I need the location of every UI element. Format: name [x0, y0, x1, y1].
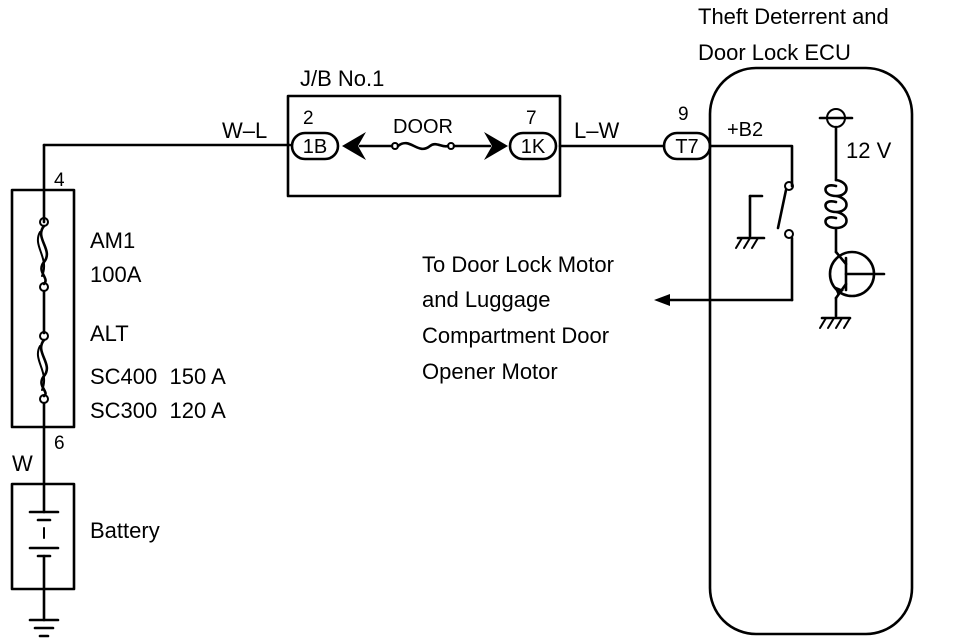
ecu-connector-label: T7: [675, 136, 698, 158]
door-fuse-icon: [391, 141, 455, 151]
jb-left-pin: 2: [303, 108, 314, 129]
alt-fusible-link: [37, 331, 49, 404]
jb-outline: [286, 94, 562, 198]
wire-w-l-label: W–L: [222, 118, 267, 143]
jb-title: J/B No.1: [300, 66, 384, 91]
am1-name: AM1: [90, 228, 135, 253]
voltage-source-icon: [818, 108, 854, 128]
ecu-ground-icon: [735, 194, 766, 249]
ecu-title-line2: Door Lock ECU: [698, 40, 851, 65]
am1-rating: 100A: [90, 262, 142, 287]
output-note-line3: Compartment Door: [422, 323, 609, 348]
battery-label: Battery: [90, 518, 160, 543]
alt-name: ALT: [90, 321, 129, 346]
transistor-ground-icon: [819, 316, 852, 329]
relay-coil-icon: [824, 178, 848, 230]
output-note-line1: To Door Lock Motor: [422, 252, 614, 277]
relay-switch-icon: [776, 181, 794, 302]
jb-right-connector-label: 1K: [521, 136, 546, 158]
jb-left-connector: [290, 131, 340, 161]
alt-rating-sc300: SC300 120 A: [90, 398, 226, 423]
jb-right-arrow-icon: [484, 132, 508, 160]
alt-rating-sc400: SC400 150 A: [90, 364, 226, 389]
am1-fusible-link: [37, 217, 49, 292]
ecu-supply-wire: [708, 144, 794, 188]
battery-ground-icon: [28, 618, 60, 638]
jb-left-connector-label: 1B: [303, 136, 327, 158]
jb-right-pin: 7: [526, 108, 537, 129]
transistor-icon: [828, 250, 886, 300]
jb-right-connector: [508, 131, 558, 161]
wire-l-w-label: L–W: [574, 118, 619, 143]
ecu-outline: [708, 66, 914, 636]
output-arrow-icon: [654, 294, 670, 306]
output-note-line4: Opener Motor: [422, 359, 558, 384]
ecu-voltage-label: 12 V: [846, 138, 892, 163]
ecu-title-line1: Theft Deterrent and: [698, 4, 889, 29]
fusible-link-top-pin: 4: [54, 170, 65, 191]
fusible-link-box: [10, 143, 76, 486]
battery-wire-color: W: [12, 451, 33, 476]
output-note-line2: and Luggage: [422, 287, 550, 312]
ecu-supply-label: +B2: [727, 119, 763, 141]
fusible-link-bottom-pin: 6: [54, 433, 65, 454]
ecu-connector-pin: 9: [678, 104, 689, 125]
jb-left-arrow-icon: [342, 132, 366, 160]
battery-symbol: [10, 482, 76, 638]
door-fuse-label: DOOR: [393, 116, 453, 138]
